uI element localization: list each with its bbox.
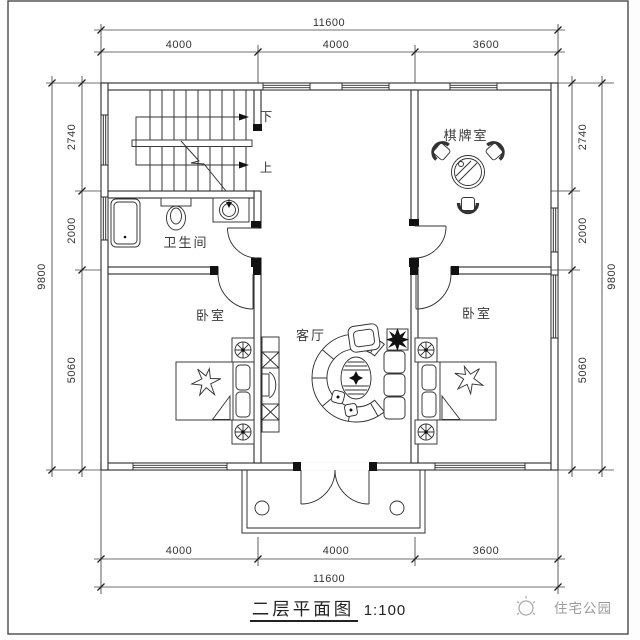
sofa-seat <box>383 373 406 397</box>
plant <box>386 328 409 351</box>
bedroom-right-door <box>415 273 452 310</box>
balcony <box>241 462 426 534</box>
bedroom-left-furniture <box>175 337 255 445</box>
decor-flower <box>417 341 435 359</box>
dimension-chains: 11600 4000 4000 3600 4000 4000 3600 1160… <box>36 17 618 594</box>
coffee-table <box>340 356 372 400</box>
label-bathroom: 卫生间 <box>163 235 208 250</box>
balcony-double-door <box>300 469 370 505</box>
stool <box>330 389 346 405</box>
drawing-title: 二层平面图 <box>252 599 355 619</box>
stool <box>344 403 358 417</box>
balcony-column <box>389 500 405 516</box>
room-labels: 棋牌室 卫生间 卧室 客厅 卧室 下 上 <box>163 110 492 343</box>
chess-room-furniture <box>431 141 505 215</box>
dim-bottom-total: 11600 <box>313 573 345 585</box>
window-top-2 <box>341 82 390 91</box>
drawing-scale: 1:100 <box>364 602 407 619</box>
dim-left-total: 9800 <box>36 263 48 289</box>
window-left-bath <box>100 196 109 241</box>
dim-left-seg2: 2000 <box>66 217 78 243</box>
dim-right-seg2: 2000 <box>577 217 589 243</box>
label-bedroom-left: 卧室 <box>196 308 226 323</box>
dim-bottom-seg3: 3600 <box>473 545 499 557</box>
watermark-logo-icon <box>516 596 536 616</box>
bed <box>417 361 497 421</box>
window-bottom-right <box>434 462 526 471</box>
decor-flower <box>417 423 435 441</box>
bathtub <box>110 198 141 248</box>
stairs <box>131 90 253 192</box>
window-top-3 <box>449 82 498 91</box>
dim-left-seg1: 2740 <box>66 124 78 150</box>
decor-flower <box>234 341 252 359</box>
armchair <box>347 323 381 353</box>
label-stair-down: 下 <box>260 110 273 124</box>
window-top-1 <box>262 82 311 91</box>
watermark: 住宅公园 <box>516 596 612 616</box>
tv-cabinet <box>261 336 280 433</box>
dim-top-seg1: 4000 <box>166 39 192 51</box>
dim-right-seg3: 5060 <box>577 357 589 383</box>
chess-chair <box>485 141 505 161</box>
window-left-stair <box>100 114 109 166</box>
window-right-hall <box>550 207 559 253</box>
label-chess-room: 棋牌室 <box>443 128 488 143</box>
bathroom-fixtures <box>110 197 250 248</box>
stair-handrail <box>131 139 253 147</box>
doors <box>217 225 452 310</box>
dim-top-total: 11600 <box>313 17 345 29</box>
window-bottom-left <box>132 462 228 471</box>
dim-bottom-seg2: 4000 <box>323 545 349 557</box>
chess-room-door <box>414 225 447 259</box>
chess-table <box>451 155 485 189</box>
stair-arrow-path <box>135 116 243 166</box>
bathroom-door <box>227 227 258 259</box>
dim-right-total: 9800 <box>606 263 618 289</box>
balcony-column <box>254 500 270 516</box>
page-frame <box>7 0 629 635</box>
dim-top-seg3: 3600 <box>473 39 499 51</box>
stair-break-line <box>180 140 227 192</box>
chess-chair <box>456 197 480 215</box>
title-block: 二层平面图 1:100 <box>250 599 407 622</box>
windows <box>100 82 559 471</box>
label-bedroom-right: 卧室 <box>462 306 492 321</box>
chess-chair <box>431 141 451 161</box>
bedroom-right-furniture <box>414 337 497 445</box>
tv <box>261 371 277 399</box>
bedroom-left-door <box>217 273 254 310</box>
toilet <box>160 197 192 231</box>
bed <box>175 361 255 421</box>
decor-flower <box>234 423 252 441</box>
sofa-group <box>311 323 409 423</box>
washbasin <box>212 197 250 223</box>
label-living-room: 客厅 <box>296 328 326 343</box>
dim-left-seg3: 5060 <box>66 357 78 383</box>
watermark-text: 住宅公园 <box>554 601 612 616</box>
dim-top-seg2: 4000 <box>323 39 349 51</box>
window-right-bedroom <box>550 274 559 339</box>
sofa-seat <box>383 396 406 420</box>
label-stair-up: 上 <box>260 161 273 175</box>
sofa-seat <box>383 350 406 374</box>
dim-right-seg1: 2740 <box>577 124 589 150</box>
dim-bottom-seg1: 4000 <box>166 545 192 557</box>
